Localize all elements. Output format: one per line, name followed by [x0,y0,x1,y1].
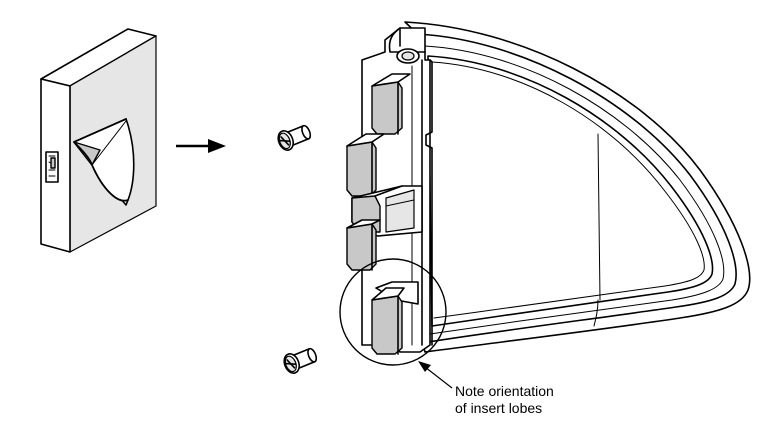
callout-circle [339,258,447,366]
leader-arrow-icon [418,361,453,389]
wedge-insert [73,118,135,206]
sticker-icon [45,151,59,183]
handle-base [346,27,433,355]
handle [404,21,751,353]
arrow-right-icon [176,139,226,153]
screw-icon [283,347,318,374]
screw-icon [277,124,312,151]
callout-line-1: Note orientation [455,383,554,399]
callout-note: Note orientation of insert lobes [455,383,554,417]
callout-line-2: of insert lobes [455,400,543,416]
